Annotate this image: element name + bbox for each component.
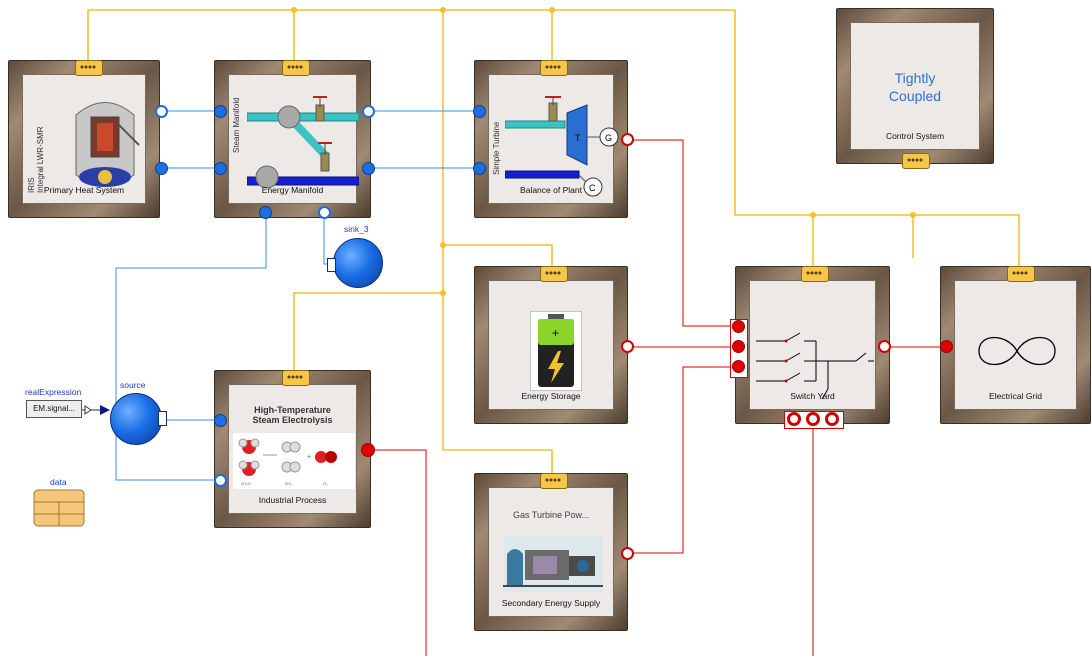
energy-manifold-block[interactable]: Steam Manifold Energy Manifold (214, 60, 371, 218)
fluid-port-bottom-b[interactable] (318, 206, 331, 219)
fluid-port-bottom-a[interactable] (259, 206, 272, 219)
block-vertical-label: IRIS Integral LWR-SMR (27, 93, 45, 193)
control-bus-connector[interactable] (902, 153, 930, 169)
electric-port-out[interactable] (621, 133, 634, 146)
block-label: Energy Storage (489, 391, 613, 401)
manifold-pipes-icon (247, 85, 359, 195)
block-label: Secondary Energy Supply (489, 598, 613, 608)
data-label: data (50, 477, 67, 487)
gas-turbine-icon (503, 536, 603, 592)
fluid-port-steam-in[interactable] (473, 105, 486, 118)
signal-arrow-icon (82, 403, 112, 417)
control-system-block[interactable]: Tightly Coupled Control System (836, 8, 994, 164)
source-component[interactable] (110, 393, 162, 445)
block-vertical-label: Simple Turbine (492, 122, 501, 175)
block-label: Balance of Plant (489, 185, 613, 195)
block-canvas: T G C Simple Turbine Balance of Plant (488, 74, 614, 204)
electrolysis-molecules-icon: + 2H₂O 2H₂ O₂ (233, 433, 355, 489)
fluid-port-right-bottom[interactable] (362, 162, 375, 175)
block-canvas: Steam Manifold Energy Manifold (228, 74, 357, 204)
svg-text:+: + (552, 326, 559, 340)
industrial-process-block[interactable]: High-Temperature Steam Electrolysis + 2H… (214, 370, 371, 528)
control-bus-connector[interactable] (540, 473, 568, 489)
source-port-icon[interactable] (158, 411, 167, 426)
block-canvas: + Energy Storage (488, 280, 614, 410)
sink-label: sink_3 (344, 224, 369, 234)
sink-component[interactable] (333, 238, 383, 288)
fluid-port-inlet[interactable] (155, 162, 168, 175)
block-vertical-label: Steam Manifold (232, 97, 241, 153)
block-canvas: IRIS Integral LWR-SMR Primary Heat Syste… (22, 74, 146, 204)
svg-text:O₂: O₂ (323, 481, 328, 486)
switch-yard-block[interactable]: Switch Yard (735, 266, 890, 424)
fluid-port-left-bottom[interactable] (214, 162, 227, 175)
industrial-title: High-Temperature Steam Electrolysis (229, 405, 356, 425)
electric-port-in[interactable] (940, 340, 953, 353)
sink-port-icon[interactable] (327, 258, 336, 272)
electric-port-in-1[interactable] (732, 320, 745, 333)
svg-text:+: + (307, 454, 311, 461)
svg-text:2H₂O: 2H₂O (241, 481, 251, 486)
block-label: Switch Yard (750, 391, 875, 401)
turbine-letter: T (575, 133, 581, 143)
fluid-port-feed-out[interactable] (473, 162, 486, 175)
electric-port-in-2[interactable] (732, 340, 745, 353)
electric-port-out[interactable] (621, 340, 634, 353)
secondary-energy-supply-block[interactable]: Gas Turbine Pow... Secondary Energy Supp… (474, 473, 628, 631)
block-label: Industrial Process (229, 495, 356, 505)
electric-port-bottom-2[interactable] (806, 412, 820, 426)
generator-letter: G (605, 133, 612, 143)
control-bus-connector[interactable] (282, 60, 310, 76)
block-canvas: Tightly Coupled Control System (850, 22, 980, 150)
electric-port-bottom-1[interactable] (787, 412, 801, 426)
control-bus-connector[interactable] (75, 60, 103, 76)
real-expression-component[interactable]: EM.signal... (26, 400, 82, 418)
control-bus-connector[interactable] (540, 60, 568, 76)
block-canvas: Switch Yard (749, 280, 876, 410)
reactor-vessel-icon (61, 95, 149, 195)
electric-port-out[interactable] (361, 443, 375, 457)
secondary-title: Gas Turbine Pow... (489, 510, 613, 520)
electric-port-out[interactable] (878, 340, 891, 353)
balance-of-plant-block[interactable]: T G C Simple Turbine Balance of Plant (474, 60, 628, 218)
fluid-port-in-top[interactable] (214, 414, 227, 427)
real-expression-label: realExpression (25, 387, 81, 397)
block-label: Electrical Grid (955, 391, 1076, 401)
electrical-grid-block[interactable]: Electrical Grid (940, 266, 1091, 424)
control-bus-connector[interactable] (801, 266, 829, 282)
infinity-grid-icon (977, 333, 1057, 369)
block-label: Control System (851, 131, 979, 141)
block-label: Primary Heat System (23, 185, 145, 195)
fluid-port-left-top[interactable] (214, 105, 227, 118)
fluid-port-right-top[interactable] (362, 105, 375, 118)
control-bus-connector[interactable] (282, 370, 310, 386)
control-bus-connector[interactable] (1007, 266, 1035, 282)
battery-icon: + (530, 311, 582, 391)
fluid-port-in-bottom[interactable] (214, 474, 227, 487)
data-table-icon[interactable] (33, 489, 85, 527)
fluid-port-outlet[interactable] (155, 105, 168, 118)
svg-text:2H₂: 2H₂ (285, 481, 292, 486)
primary-heat-system-block[interactable]: IRIS Integral LWR-SMR Primary Heat Syste… (8, 60, 160, 218)
electric-port-bottom-3[interactable] (825, 412, 839, 426)
electric-port-in-3[interactable] (732, 360, 745, 373)
block-label: Energy Manifold (229, 185, 356, 195)
source-label: source (120, 380, 146, 390)
turbine-generator-icon: T G C (505, 83, 621, 199)
control-bus-connector[interactable] (540, 266, 568, 282)
energy-storage-block[interactable]: + Energy Storage (474, 266, 628, 424)
block-canvas: Gas Turbine Pow... Secondary Energy Supp… (488, 487, 614, 617)
electric-port-out[interactable] (621, 547, 634, 560)
block-canvas: High-Temperature Steam Electrolysis + 2H… (228, 384, 357, 514)
control-title: Tightly Coupled (851, 69, 979, 105)
block-canvas: Electrical Grid (954, 280, 1077, 410)
